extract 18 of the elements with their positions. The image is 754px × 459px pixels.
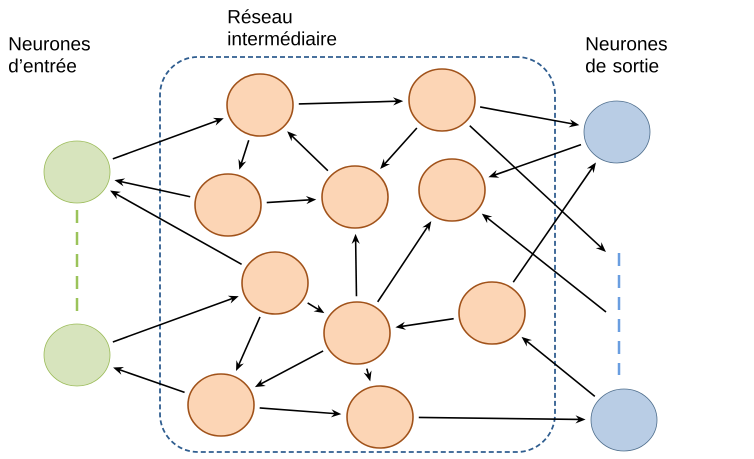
neuron-circle [346,385,414,449]
neuron-circle [584,100,650,164]
neuron-circle [458,281,526,345]
neuron-circle [44,140,110,204]
neuron-circle [194,173,262,237]
node-label: Réseau intermédiaire [228,9,336,46]
neuron-circle [323,301,391,365]
neuron-circle [241,251,309,315]
neuron-circle [590,388,658,452]
neuron-circle [226,73,294,137]
neuron-circle [44,324,110,386]
neuron-circle [321,165,389,229]
neuron-circle [408,68,476,132]
dashed-frame: Réseau intermédiaire [159,9,556,453]
neuron-circle [187,373,255,437]
neuron-circle [418,158,486,222]
layer-label: Neurones de sortie [586,37,667,72]
layer-label: Neurones d’entrée [9,37,90,72]
